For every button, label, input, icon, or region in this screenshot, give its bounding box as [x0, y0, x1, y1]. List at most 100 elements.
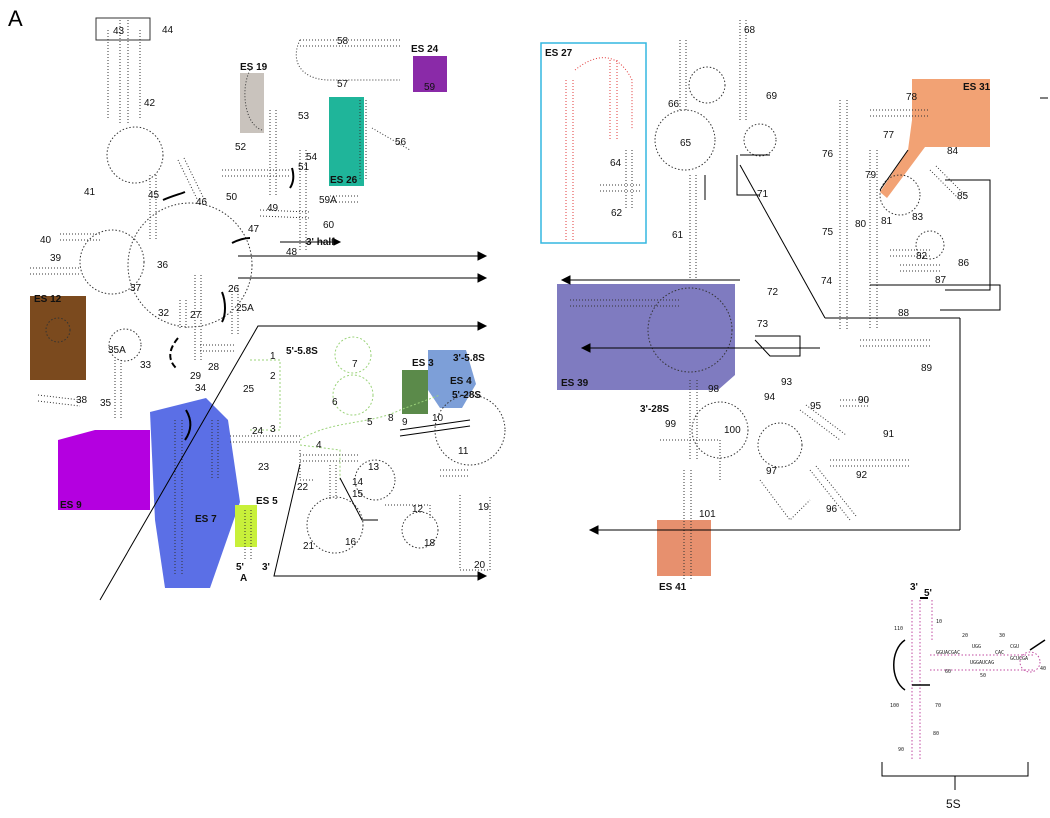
- rrna-5s-pos-40: 40: [1040, 666, 1046, 672]
- helix-39: 39: [50, 253, 62, 264]
- es7-region: [150, 398, 240, 588]
- helix-56: 56: [395, 137, 407, 148]
- helix-8: 8: [388, 413, 394, 424]
- helix-64a: 64: [610, 158, 622, 169]
- helix-16: 16: [345, 537, 357, 548]
- rrna-5s-bracket: [881, 762, 1029, 790]
- rrna-5s-seg-5: UGGAUCAG: [970, 660, 994, 666]
- rrna-5s-labels: 3' 5' 10 20 30 40 50 60 70 80 90 100 110…: [890, 582, 1046, 811]
- rrna-5s-five-prime: 5': [924, 588, 932, 599]
- rrna-5s-seg-1: GGUACGAC: [936, 650, 960, 656]
- es24-region: [413, 56, 447, 92]
- helix-46: 46: [196, 197, 208, 208]
- es24-label: ES 24: [411, 44, 439, 55]
- helix-35: 35: [100, 398, 112, 409]
- helix-3: 3: [270, 424, 276, 435]
- helix-51: 51: [298, 162, 310, 173]
- helix-88: 88: [898, 308, 910, 319]
- es5-label: ES 5: [256, 496, 278, 507]
- helix-98: 98: [708, 384, 720, 395]
- es41-label: ES 41: [659, 582, 687, 593]
- helix-11: 11: [458, 446, 469, 457]
- helix-57: 57: [337, 79, 349, 90]
- helix-59: 59: [424, 82, 436, 93]
- helix-77: 77: [883, 130, 895, 141]
- helix-50: 50: [226, 192, 238, 203]
- helix-62: 62: [611, 208, 623, 219]
- five-prime-5-8s-label: 5'-5.8S: [286, 346, 318, 357]
- es31-region: [880, 79, 990, 198]
- rrna-5s-pos-20: 20: [962, 633, 968, 639]
- helix-79: 79: [865, 170, 877, 181]
- three-prime-5-8s-label: 3'-5.8S: [453, 353, 485, 364]
- three-half-label: 3' half: [306, 237, 335, 248]
- three-prime-28s-label: 3'-28S: [640, 404, 669, 415]
- helix-81: 81: [881, 216, 893, 227]
- helix-26: 26: [228, 284, 240, 295]
- es26-label: ES 26: [330, 175, 358, 186]
- helix-28: 28: [208, 362, 220, 373]
- es5-three-prime: 3': [262, 562, 270, 573]
- helix-2: 2: [270, 371, 276, 382]
- helix-18: 18: [424, 538, 436, 549]
- es4-label: ES 4: [450, 376, 472, 387]
- strand-letter-label: A: [240, 573, 247, 584]
- es7-label: ES 7: [195, 514, 217, 525]
- helix-7: 7: [352, 359, 358, 370]
- helix-4: 4: [316, 440, 322, 451]
- helix-49: 49: [267, 203, 279, 214]
- helix-94: 94: [764, 392, 776, 403]
- helix-86: 86: [958, 258, 970, 269]
- es26-region: [329, 97, 364, 186]
- rrna-5s-pos-80: 80: [933, 731, 939, 737]
- connector-arrows-left: [99, 238, 488, 601]
- es27-label: ES 27: [545, 48, 573, 59]
- rrna-5s-structure: [893, 597, 1046, 760]
- helix-15: 15: [352, 489, 364, 500]
- es4-region: [428, 350, 476, 408]
- helix-number-labels: 1 2 3 4 5 6 7 8 9 10 11 12 13 14 15 16 1…: [40, 25, 970, 571]
- helix-42: 42: [144, 98, 156, 109]
- helix-45: 45: [148, 190, 160, 201]
- helix-36: 36: [157, 260, 169, 271]
- helix-82: 82: [916, 251, 928, 262]
- helix-54: 54: [306, 152, 318, 163]
- helix-25A: 25A: [236, 303, 254, 314]
- es9-label: ES 9: [60, 500, 82, 511]
- helix-97: 97: [766, 466, 778, 477]
- es19-label: ES 19: [240, 62, 268, 73]
- helix-41: 41: [84, 187, 96, 198]
- es5-five-prime: 5': [236, 562, 244, 573]
- helix-91: 91: [883, 429, 895, 440]
- helix-93: 93: [781, 377, 793, 388]
- helix-60: 60: [323, 220, 335, 231]
- helix-12: 12: [412, 504, 424, 515]
- rrna-5s-seg-2: UGG: [972, 644, 981, 650]
- helix-40: 40: [40, 235, 52, 246]
- rrna-5s-pos-60: 60: [945, 669, 951, 675]
- helix-90: 90: [858, 395, 870, 406]
- helix-1: 1: [270, 351, 276, 362]
- helix-21: 21: [303, 541, 315, 552]
- es5-region: [235, 505, 257, 547]
- es12-label: ES 12: [34, 294, 62, 305]
- helix-13: 13: [368, 462, 380, 473]
- rrna-5s-pos-70: 70: [935, 703, 941, 709]
- helix-24: 24: [252, 426, 264, 437]
- helix-58: 58: [337, 36, 349, 47]
- terminus-annotations: 5'-5.8S 3'-5.8S 5'-28S 3'-28S 3' half 5'…: [236, 237, 669, 584]
- five-prime-28s-label: 5'-28S: [452, 390, 481, 401]
- helix-78: 78: [906, 92, 918, 103]
- helix-22: 22: [297, 482, 309, 493]
- helix-68: 68: [744, 25, 756, 36]
- helix-85: 85: [957, 191, 969, 202]
- helix-38: 38: [76, 395, 88, 406]
- es3-region: [402, 370, 428, 414]
- helix-100: 100: [724, 425, 741, 436]
- rrna-5s-pos-30: 30: [999, 633, 1005, 639]
- rrna-5s-seg-4: CGU: [1010, 644, 1019, 650]
- es27-region: [540, 42, 647, 244]
- helix-76: 76: [822, 149, 834, 160]
- helix-29: 29: [190, 371, 202, 382]
